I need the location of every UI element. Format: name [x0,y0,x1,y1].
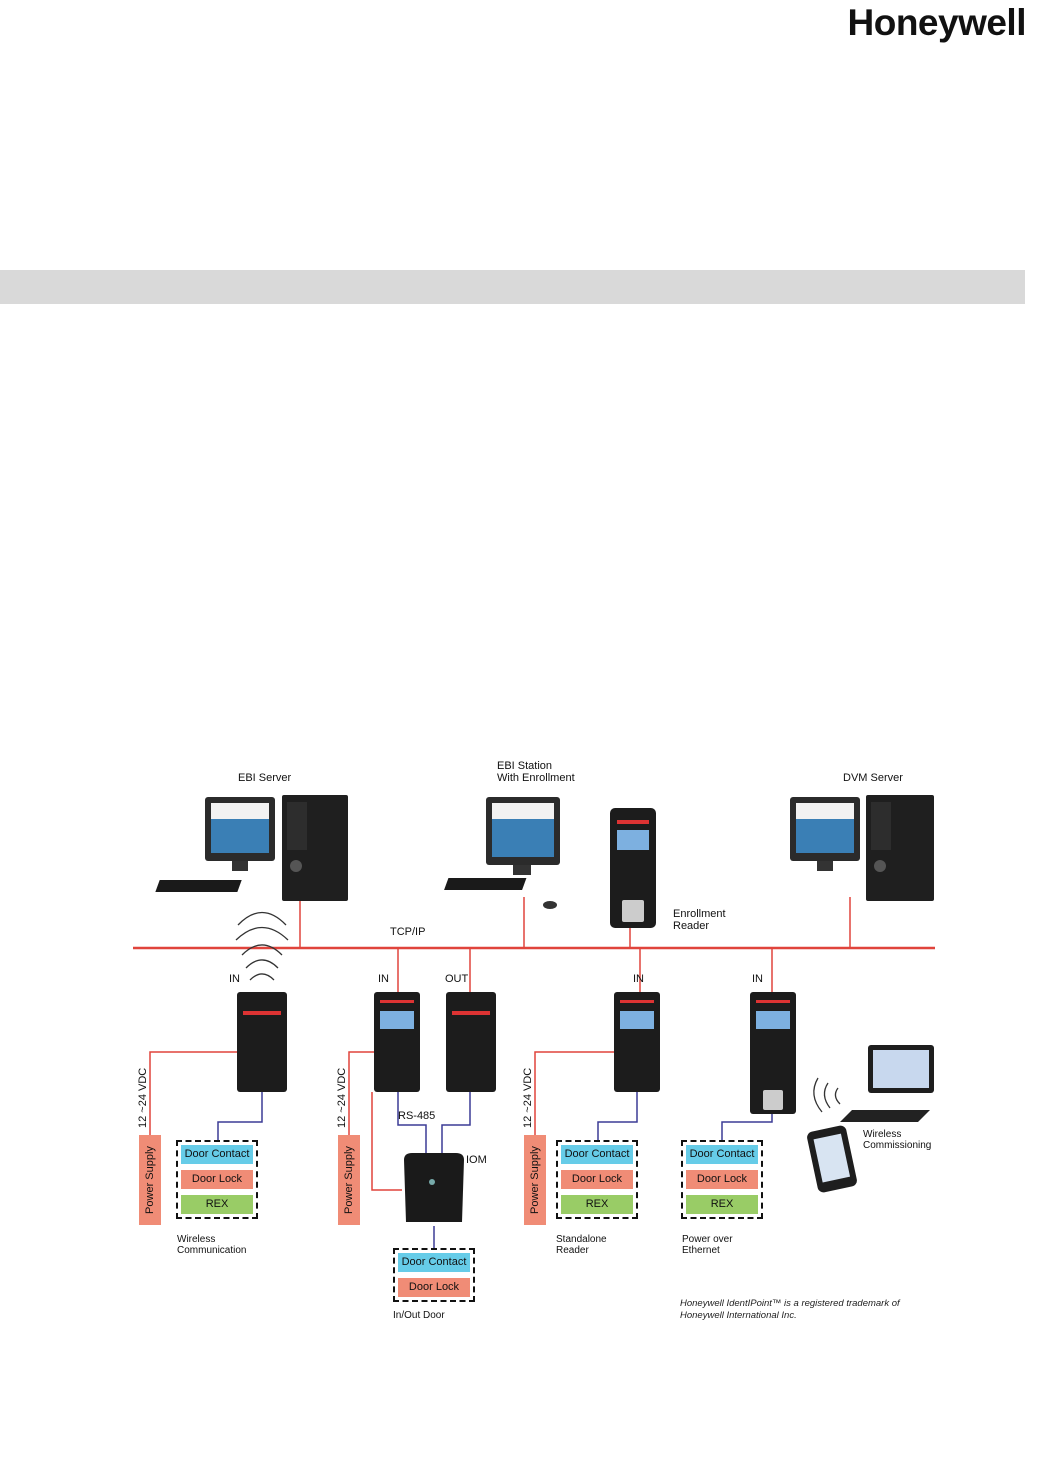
voltage-label-2: 12 ~24 VDC [336,1067,348,1128]
door-lock: Door Lock [686,1170,758,1189]
enrollment-reader-label-2: Reader [673,920,710,932]
dvm-server-label: DVM Server [843,772,903,784]
honeywell-logo: Honeywell [847,2,1027,43]
power-supply-3: Power Supply [524,1135,546,1225]
power-supply-1: Power Supply [139,1135,161,1225]
door-lock: Door Lock [181,1170,253,1189]
poe-caption-2: Ethernet [682,1245,720,1256]
standalone-reader-caption-2: Reader [556,1245,589,1256]
rex: REX [686,1195,758,1214]
wireless-communication-caption-2: Communication [177,1245,247,1256]
door-contact: Door Contact [181,1145,253,1164]
smartphone-icon [807,1125,857,1193]
io-box-inout: Door Contact Door Lock [393,1248,475,1302]
iom-module [404,1153,464,1222]
ebi-station-label-1: EBI Station [497,760,553,772]
ebi-server-computer [205,795,348,901]
rex: REX [181,1195,253,1214]
io-box-wireless: Door Contact Door Lock REX [176,1140,258,1219]
power-supply-2: Power Supply [338,1135,360,1225]
system-architecture-diagram [133,795,935,1248]
ebi-station-computer [155,797,560,909]
in-out-door-caption: In/Out Door [393,1310,445,1321]
out-label: OUT [445,973,469,985]
trademark-line-1: Honeywell IdentIPoint™ is a registered t… [680,1298,900,1309]
door-contact: Door Contact [686,1145,758,1164]
enrollment-reader-label-1: Enrollment [673,908,726,920]
rs485-label: RS-485 [398,1110,436,1122]
enrollment-reader-device [610,808,656,928]
rex: REX [561,1195,633,1214]
wireless-signal-icon [235,911,289,981]
in-label-4: IN [752,973,763,985]
commissioning-signal-icon [813,1077,841,1113]
door-lock: Door Lock [398,1278,470,1297]
wireless-commissioning-caption-2: Commissioning [863,1140,932,1151]
wireless-communication-caption-1: Wireless [177,1234,216,1245]
trademark-line-2: Honeywell International Inc. [680,1310,797,1321]
voltage-label-1: 12 ~24 VDC [137,1067,149,1128]
reader-poe [750,992,796,1114]
reader-keypad-in [374,992,420,1092]
laptop-icon [840,1045,934,1122]
ebi-server-label: EBI Server [238,772,292,784]
standalone-reader-caption-1: Standalone [556,1234,607,1245]
reader-out [446,992,496,1092]
poe-caption-1: Power over [682,1234,733,1245]
door-contact: Door Contact [561,1145,633,1164]
reader-standalone [614,992,660,1092]
tcpip-label: TCP/IP [390,926,426,938]
door-lock: Door Lock [561,1170,633,1189]
in-label-3: IN [633,973,644,985]
in-label-1: IN [229,973,240,985]
dvm-server-computer [444,795,934,901]
in-label-2: IN [378,973,389,985]
reader-wireless [237,992,287,1092]
io-box-poe: Door Contact Door Lock REX [681,1140,763,1219]
io-box-standalone: Door Contact Door Lock REX [556,1140,638,1219]
ebi-station-label-2: With Enrollment [497,772,575,784]
iom-label: IOM [466,1154,487,1166]
voltage-label-3: 12 ~24 VDC [522,1067,534,1128]
section-band [0,270,1025,304]
wireless-commissioning-caption-1: Wireless [863,1129,902,1140]
door-contact: Door Contact [398,1253,470,1272]
